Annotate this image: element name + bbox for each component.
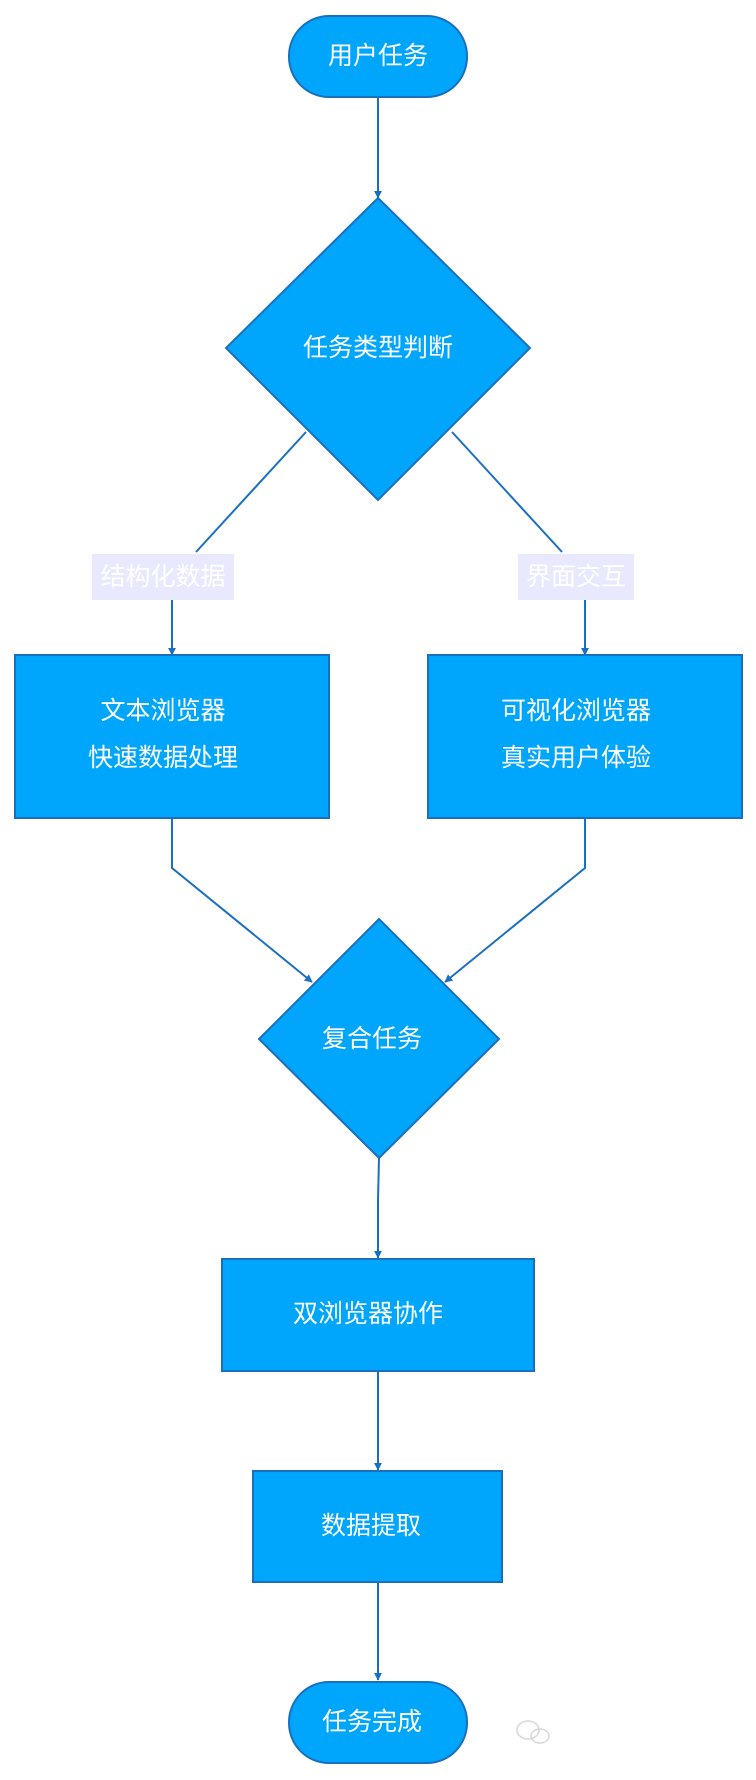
start-node-shape — [288, 15, 468, 98]
text-browser-shape — [14, 654, 330, 819]
start-node-label: 用户任务 — [328, 41, 428, 70]
extract-node: 数据提取 — [252, 1470, 503, 1583]
edge-label-interactive: 界面交互 — [518, 554, 634, 600]
text-browser-node: 文本浏览器 快速数据处理 — [14, 654, 330, 819]
visual-browser-line2: 真实用户体验 — [501, 743, 651, 772]
type-decision-node: 任务类型判断 — [224, 196, 532, 502]
end-node: 任务完成 — [288, 1681, 468, 1764]
wechat-icon — [516, 1720, 550, 1744]
extract-label: 数据提取 — [321, 1511, 421, 1540]
dual-browser-label: 双浏览器协作 — [293, 1299, 443, 1328]
composite-decision-label: 复合任务 — [322, 1024, 422, 1053]
composite-decision-shape — [257, 917, 501, 1160]
edge-text-browser-to-composite — [171, 818, 313, 983]
edges — [168, 97, 589, 1681]
edge-label-structured-text: 结构化数据 — [100, 562, 225, 591]
edge-type-decision-to-text-browser-upper — [195, 431, 307, 553]
extract-shape — [252, 1470, 503, 1583]
edge-label-interactive-text: 界面交互 — [526, 562, 626, 591]
text-browser-line1: 文本浏览器 — [100, 696, 225, 725]
edge-type-decision-to-visual-browser-upper — [451, 431, 563, 553]
edge-composite-to-dual-browser — [374, 1157, 382, 1259]
composite-decision-node: 复合任务 — [257, 917, 501, 1160]
edge-label-interactive-bg — [518, 554, 634, 600]
type-decision-shape — [224, 196, 532, 502]
edge-label-structured: 结构化数据 — [92, 554, 234, 600]
dual-browser-node: 双浏览器协作 — [221, 1258, 535, 1372]
dual-browser-shape — [221, 1258, 535, 1372]
visual-browser-node: 可视化浏览器 真实用户体验 — [427, 654, 743, 819]
edge-visual-browser-to-composite — [444, 818, 586, 983]
end-node-label: 任务完成 — [322, 1707, 422, 1736]
end-node-shape — [288, 1681, 468, 1764]
visual-browser-shape — [427, 654, 743, 819]
start-node: 用户任务 — [288, 15, 468, 98]
visual-browser-line1: 可视化浏览器 — [501, 696, 651, 725]
edge-label-structured-bg — [92, 554, 234, 600]
text-browser-line2: 快速数据处理 — [88, 743, 238, 772]
type-decision-label: 任务类型判断 — [303, 333, 453, 362]
